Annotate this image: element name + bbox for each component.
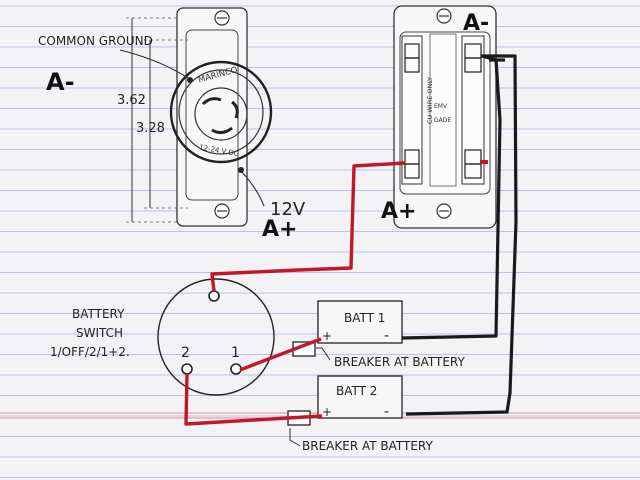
battery-1-box xyxy=(317,300,403,344)
twelve-v-label: 12V xyxy=(270,199,306,220)
battery-2-name: BATT 2 xyxy=(336,384,377,398)
red-wire-switch1-to-batt1 xyxy=(239,337,322,372)
cu-wire-only-text: CU WIRE ONLY xyxy=(426,77,434,124)
twelve-v-arrow xyxy=(241,171,265,207)
inner-ring xyxy=(178,69,264,155)
battery-2-box xyxy=(317,375,403,419)
breaker-1-leader xyxy=(316,347,331,361)
socket-contact-2 xyxy=(231,100,239,119)
notebook-rules xyxy=(0,5,640,478)
dim-outer-label: 3.62 xyxy=(117,93,146,108)
common-ground-arrow xyxy=(119,49,189,79)
left-contact-strip xyxy=(401,35,423,185)
battery-switch: 2 1 xyxy=(157,278,275,396)
breaker-2-label: BREAKER AT BATTERY xyxy=(302,439,433,453)
right-contact-strip xyxy=(461,35,485,185)
switch-terminal-1 xyxy=(230,363,242,375)
common-ground-label: COMMON GROUND xyxy=(38,34,153,48)
dimension-markers: 3.62 3.28 xyxy=(117,17,188,223)
red-wire-switch-to-receptacle xyxy=(210,161,406,292)
strip-text-1: EMV xyxy=(434,103,448,110)
socket-contact-3 xyxy=(211,126,233,135)
switch-terminal-2-label: 2 xyxy=(181,345,190,361)
right-a-minus-label: A- xyxy=(463,11,489,36)
red-wire-switch2-to-batt2 xyxy=(184,373,323,426)
battery-1-name: BATT 1 xyxy=(344,311,385,325)
battery-2-plus: + xyxy=(322,405,332,419)
battery-2-minus: - xyxy=(384,404,389,420)
duplex-receptacle: CU WIRE ONLY EMV GADE xyxy=(393,5,497,229)
breaker-1-label: BREAKER AT BATTERY xyxy=(334,355,465,369)
breaker-2-leader xyxy=(289,428,301,447)
switch-terminal-2 xyxy=(181,363,193,375)
dim-inner-label: 3.28 xyxy=(136,121,165,136)
left-a-minus-label: A- xyxy=(46,68,75,96)
left-a-plus-label: A+ xyxy=(262,217,297,242)
battery-1-minus: - xyxy=(384,328,389,344)
battery-1-plus: + xyxy=(322,329,332,343)
center-strip xyxy=(429,33,457,187)
battery-2: BATT 2 + - xyxy=(317,375,403,420)
strip-text-2: GADE xyxy=(434,117,451,124)
socket-contact-1 xyxy=(201,97,222,106)
terminal-dot xyxy=(238,167,244,173)
marinco-receptacle: MARINCO 12-24 V DC xyxy=(169,7,273,227)
black-wire-negatives xyxy=(401,54,518,416)
switch-terminal-1-label: 1 xyxy=(231,345,240,361)
switch-body xyxy=(157,278,275,396)
battery-switch-label-3: 1/OFF/2/1+2. xyxy=(50,345,130,359)
battery-switch-label-2: SWITCH xyxy=(76,326,123,340)
outer-ring xyxy=(169,60,273,164)
right-a-plus-label: A+ xyxy=(381,199,416,224)
battery-1: BATT 1 + - xyxy=(317,300,403,344)
red-terminal-mark xyxy=(480,160,488,164)
socket-face xyxy=(194,87,248,141)
switch-common-terminal xyxy=(208,290,220,302)
ground-pin-dot xyxy=(187,77,193,83)
duplex-body xyxy=(399,31,491,195)
battery-switch-label-1: BATTERY xyxy=(72,307,125,321)
